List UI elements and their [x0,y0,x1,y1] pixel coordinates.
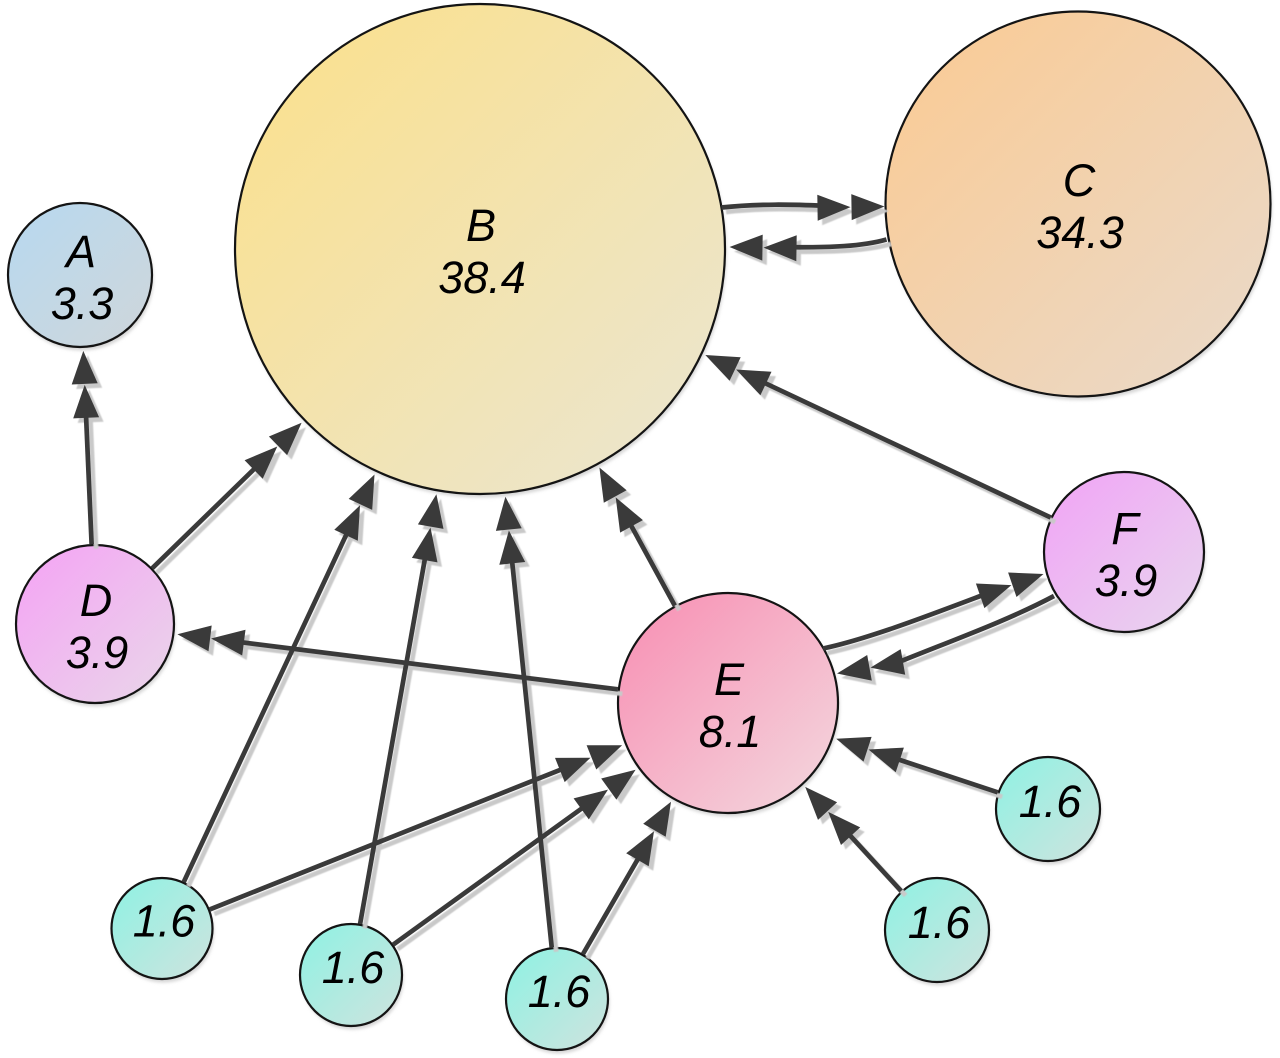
svg-text:D: D [80,575,113,626]
svg-text:3.9: 3.9 [1095,555,1158,606]
svg-text:E: E [714,654,745,705]
svg-text:B: B [466,200,496,251]
svg-text:1.6: 1.6 [528,966,592,1017]
svg-text:8.1: 8.1 [699,706,762,757]
svg-text:1.6: 1.6 [133,896,197,947]
svg-text:F: F [1111,503,1141,554]
svg-text:3.9: 3.9 [66,627,129,678]
svg-text:A: A [63,226,96,277]
svg-text:3.3: 3.3 [51,278,114,329]
svg-text:1.6: 1.6 [322,942,386,993]
svg-text:C: C [1063,155,1096,206]
svg-text:34.3: 34.3 [1036,207,1124,258]
svg-text:1.6: 1.6 [1019,776,1083,827]
svg-text:1.6: 1.6 [908,897,972,948]
svg-text:38.4: 38.4 [438,252,526,303]
